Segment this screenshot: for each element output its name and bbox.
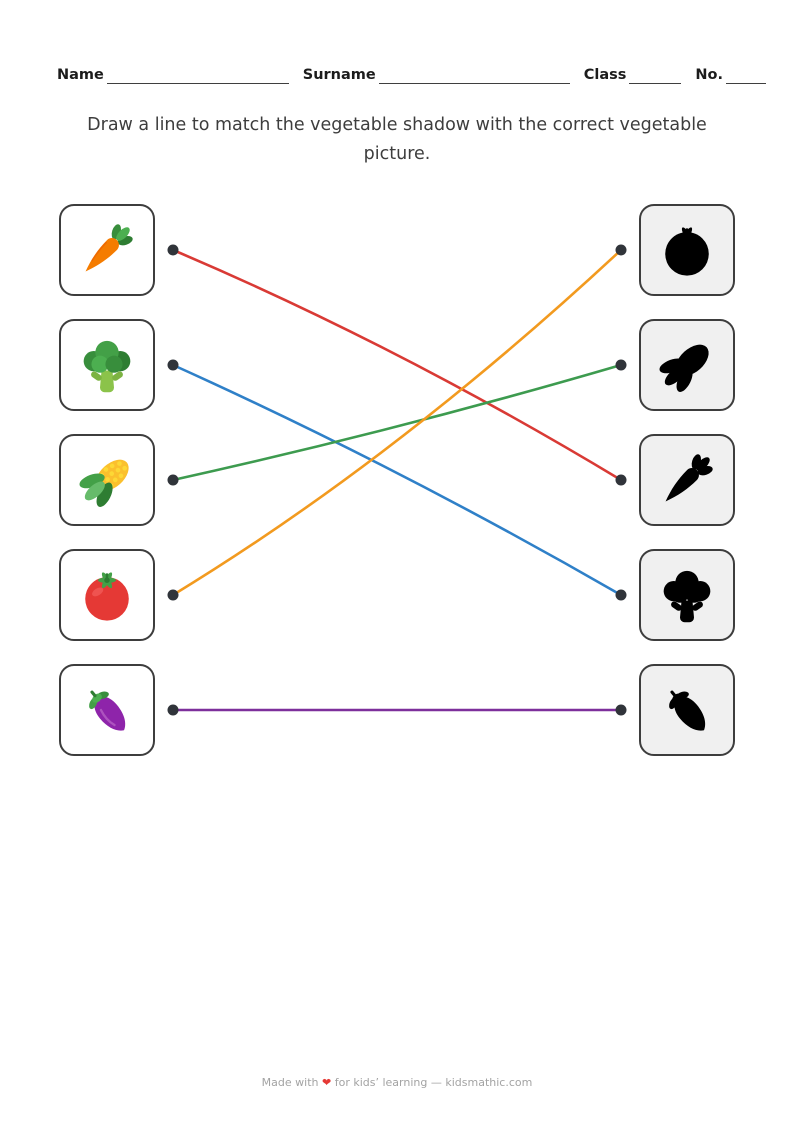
footer: Made with ❤ for kids’ learning — kidsmat… [0,1076,794,1089]
instruction-title-wrap: Draw a line to match the vegetable shado… [0,111,794,169]
vegetable-card-tomato[interactable] [59,549,155,641]
instruction-title: Draw a line to match the vegetable shado… [87,115,707,164]
class-field-line[interactable] [629,67,682,84]
surname-field-line[interactable] [378,67,570,84]
connector-dot-right-3[interactable] [615,474,627,486]
match-line-broccoli [171,363,623,597]
broccoli-shadow-icon [652,560,722,630]
shadow-card-eggplant[interactable] [639,664,735,756]
connector-dot-right-4[interactable] [615,589,627,601]
no-field-line[interactable] [726,67,766,84]
footer-prefix: Made with [261,1076,319,1089]
name-field-line[interactable] [106,67,289,84]
footer-suffix: for kids’ learning — kidsmathic.com [334,1076,533,1089]
header-fields: Name Surname Class No. [57,66,766,84]
surname-label: Surname [302,67,376,83]
broccoli-icon [72,330,142,400]
connector-dot-left-3[interactable] [167,474,179,486]
shadow-card-corn[interactable] [639,319,735,411]
shadow-card-carrot[interactable] [639,434,735,526]
shadow-card-tomato[interactable] [639,204,735,296]
match-line-tomato [171,248,623,597]
connector-dot-right-2[interactable] [615,359,627,371]
heart-icon: ❤ [322,1076,332,1089]
connector-dot-left-5[interactable] [167,704,179,716]
vegetable-card-carrot[interactable] [59,204,155,296]
vegetable-card-eggplant[interactable] [59,664,155,756]
no-label: No. [695,67,723,83]
connector-dot-left-2[interactable] [167,359,179,371]
match-line-corn [171,363,623,482]
connector-dot-left-4[interactable] [167,589,179,601]
shadow-card-broccoli[interactable] [639,549,735,641]
vegetable-card-broccoli[interactable] [59,319,155,411]
tomato-shadow-icon [652,215,722,285]
eggplant-shadow-icon [652,675,722,745]
connector-dot-left-1[interactable] [167,244,179,256]
connector-dot-right-1[interactable] [615,244,627,256]
corn-icon [72,445,142,515]
carrot-icon [72,215,142,285]
eggplant-icon [72,675,142,745]
carrot-shadow-icon [652,445,722,515]
vegetable-card-corn[interactable] [59,434,155,526]
tomato-icon [72,560,142,630]
connector-dot-right-5[interactable] [615,704,627,716]
class-label: Class [583,67,627,83]
match-line-carrot [171,248,623,482]
name-label: Name [57,67,104,83]
corn-shadow-icon [652,330,722,400]
